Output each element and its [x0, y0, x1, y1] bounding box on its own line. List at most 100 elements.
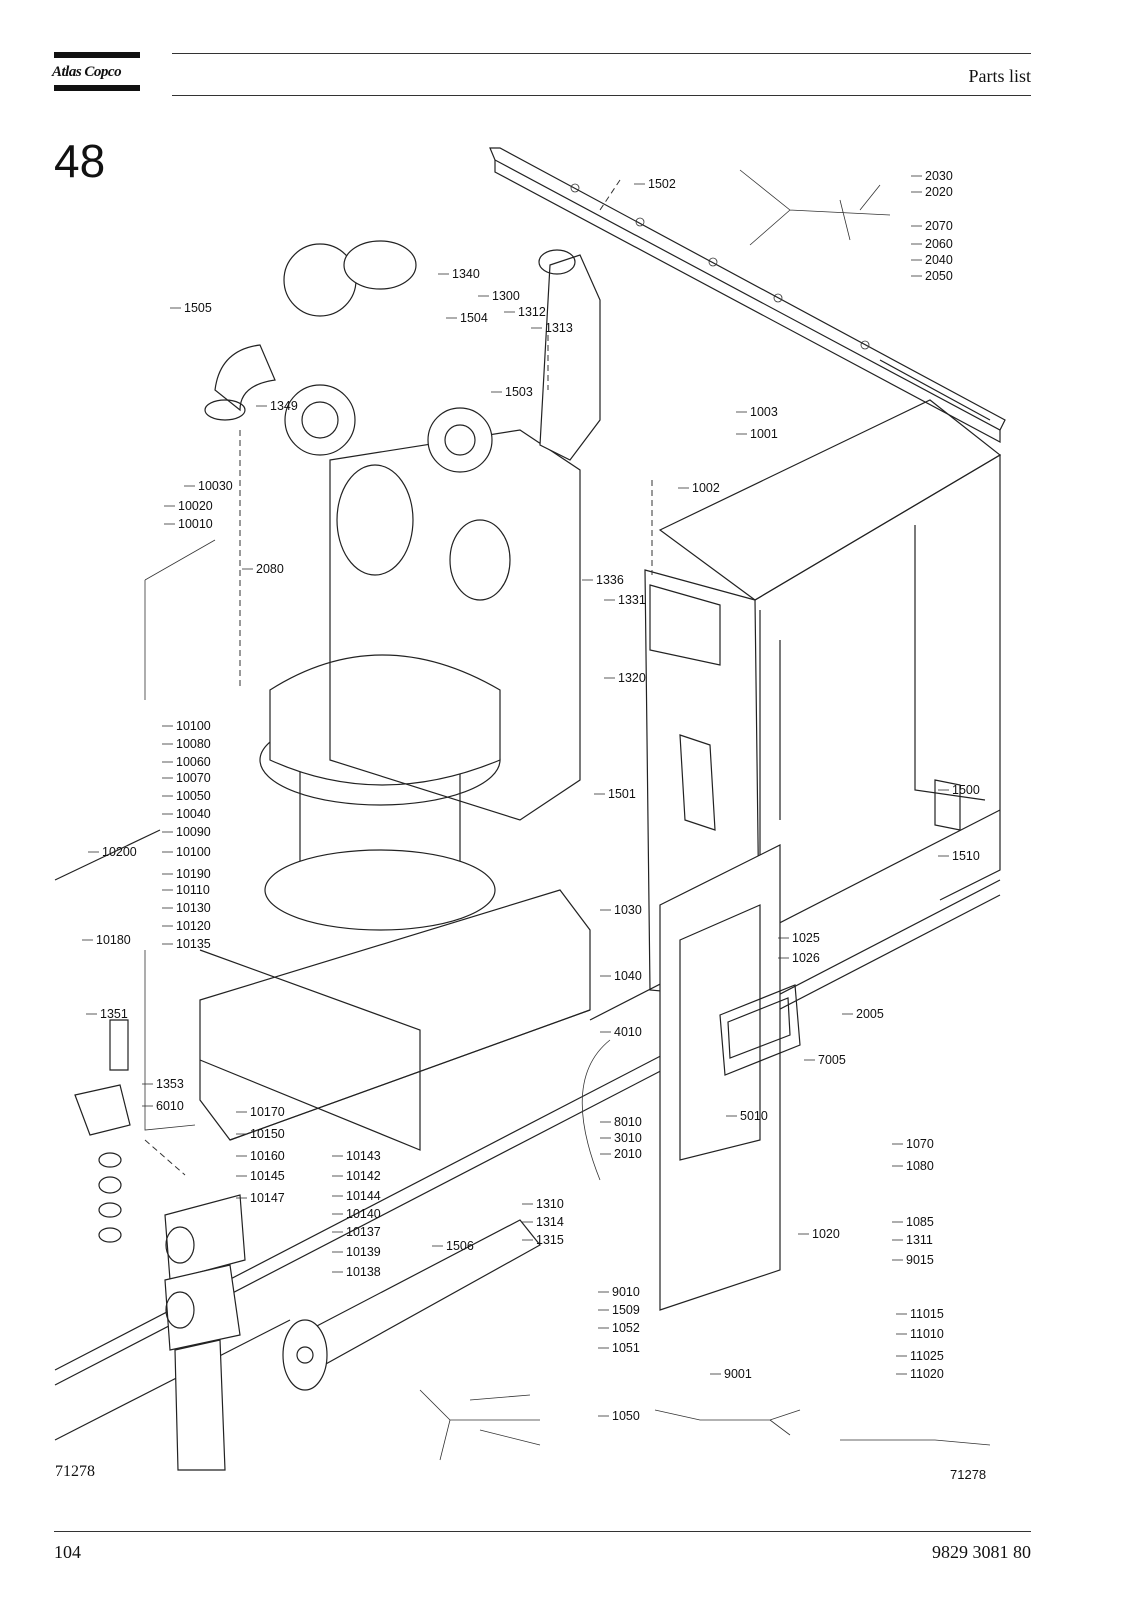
- part-callout-10020: 10020: [178, 499, 213, 513]
- part-callout-10144: 10144: [346, 1189, 381, 1203]
- part-callout-1020: 1020: [812, 1227, 840, 1241]
- part-callout-1349: 1349: [270, 399, 298, 413]
- part-callout-1331: 1331: [618, 593, 646, 607]
- part-callout-10138: 10138: [346, 1265, 381, 1279]
- part-callout-1353: 1353: [156, 1077, 184, 1091]
- part-callout-9001: 9001: [724, 1367, 752, 1381]
- part-callout-1002: 1002: [692, 481, 720, 495]
- part-callout-1070: 1070: [906, 1137, 934, 1151]
- part-callout-10080: 10080: [176, 737, 211, 751]
- part-callout-10200: 10200: [102, 845, 137, 859]
- part-callout-1300: 1300: [492, 289, 520, 303]
- part-callout-10190: 10190: [176, 867, 211, 881]
- part-callout-1310: 1310: [536, 1197, 564, 1211]
- part-callout-10070: 10070: [176, 771, 211, 785]
- part-callout-10143: 10143: [346, 1149, 381, 1163]
- part-callout-10010: 10010: [178, 517, 213, 531]
- figure-id-right: 71278: [950, 1467, 987, 1482]
- part-callout-10137: 10137: [346, 1225, 381, 1239]
- part-callout-5010: 5010: [740, 1109, 768, 1123]
- part-callout-9015: 9015: [906, 1253, 934, 1267]
- part-callout-10060: 10060: [176, 755, 211, 769]
- part-callout-11010: 11010: [910, 1327, 944, 1341]
- part-callout-1051: 1051: [612, 1341, 640, 1355]
- compressor-assembly: [199, 240, 601, 1151]
- part-callout-9010: 9010: [612, 1285, 640, 1299]
- part-callout-10040: 10040: [176, 807, 211, 821]
- part-callout-1040: 1040: [614, 969, 642, 983]
- part-callout-1025: 1025: [792, 931, 820, 945]
- part-callout-2050: 2050: [925, 269, 953, 283]
- part-callout-1351: 1351: [100, 1007, 128, 1021]
- oil-pipe-assembly: [74, 539, 541, 1471]
- part-callout-10030: 10030: [198, 479, 233, 493]
- logo-bar-top: [54, 52, 140, 58]
- part-callout-11015: 11015: [910, 1307, 944, 1321]
- part-callout-1320: 1320: [618, 671, 646, 685]
- part-callout-8010: 8010: [614, 1115, 642, 1129]
- part-callout-10142: 10142: [346, 1169, 381, 1183]
- wiring-harnesses: [419, 169, 991, 1461]
- part-callout-3010: 3010: [614, 1131, 642, 1145]
- door-panel: [659, 844, 801, 1311]
- part-callout-2060: 2060: [925, 237, 953, 251]
- part-callout-1026: 1026: [792, 951, 820, 965]
- part-callout-10180: 10180: [96, 933, 131, 947]
- header-rule-bottom: [172, 95, 1031, 96]
- part-callout-1001: 1001: [750, 427, 778, 441]
- part-callout-1030: 1030: [614, 903, 642, 917]
- part-callout-1504: 1504: [460, 311, 488, 325]
- part-callout-10130: 10130: [176, 901, 211, 915]
- frame-top-beam: [489, 147, 1006, 444]
- part-callout-1085: 1085: [906, 1215, 934, 1229]
- part-callout-1506: 1506: [446, 1239, 474, 1253]
- part-callout-1313: 1313: [545, 321, 573, 335]
- part-callout-1315: 1315: [536, 1233, 564, 1247]
- figure-id-left: 71278: [55, 1463, 95, 1480]
- part-callout-2020: 2020: [925, 185, 953, 199]
- part-callout-1052: 1052: [612, 1321, 640, 1335]
- part-callout-1314: 1314: [536, 1215, 564, 1229]
- page-number: 104: [54, 1542, 81, 1562]
- footer-rule: [54, 1531, 1031, 1532]
- electrical-cubicle: [644, 399, 1002, 1001]
- part-callout-10100: 10100: [176, 719, 211, 733]
- assembly-guide-lines: [144, 179, 653, 1176]
- part-callout-1336: 1336: [596, 573, 624, 587]
- part-callout-11025: 11025: [910, 1349, 944, 1363]
- part-callout-1510: 1510: [952, 849, 980, 863]
- part-callout-1501: 1501: [608, 787, 636, 801]
- part-callout-1509: 1509: [612, 1303, 640, 1317]
- part-callout-10120: 10120: [176, 919, 211, 933]
- part-callout-10090: 10090: [176, 825, 211, 839]
- part-callout-2005: 2005: [856, 1007, 884, 1021]
- part-callout-1500: 1500: [952, 783, 980, 797]
- part-callout-2040: 2040: [925, 253, 953, 267]
- part-callout-10160: 10160: [250, 1149, 285, 1163]
- callout-labels: 1502203020202070206020402050134013001312…: [82, 169, 980, 1423]
- part-callout-4010: 4010: [614, 1025, 642, 1039]
- part-callout-2010: 2010: [614, 1147, 642, 1161]
- part-callout-1080: 1080: [906, 1159, 934, 1173]
- document-code: 9829 3081 80: [932, 1542, 1031, 1562]
- brand-logo: Atlas Copco: [52, 64, 122, 80]
- part-callout-10150: 10150: [250, 1127, 285, 1141]
- logo-bar-bottom: [54, 85, 140, 91]
- part-callout-10140: 10140: [346, 1207, 381, 1221]
- part-callout-1340: 1340: [452, 267, 480, 281]
- part-callout-2070: 2070: [925, 219, 953, 233]
- part-callout-10110: 10110: [176, 883, 210, 897]
- part-callout-1312: 1312: [518, 305, 546, 319]
- part-callout-1050: 1050: [612, 1409, 640, 1423]
- header-rule-top: [172, 53, 1031, 54]
- part-callout-10145: 10145: [250, 1169, 285, 1183]
- part-callout-7005: 7005: [818, 1053, 846, 1067]
- part-callout-6010: 6010: [156, 1099, 184, 1113]
- part-callout-10139: 10139: [346, 1245, 381, 1259]
- part-callout-1505: 1505: [184, 301, 212, 315]
- part-callout-2030: 2030: [925, 169, 953, 183]
- part-callout-10050: 10050: [176, 789, 211, 803]
- part-callout-1503: 1503: [505, 385, 533, 399]
- part-callout-10100: 10100: [176, 845, 211, 859]
